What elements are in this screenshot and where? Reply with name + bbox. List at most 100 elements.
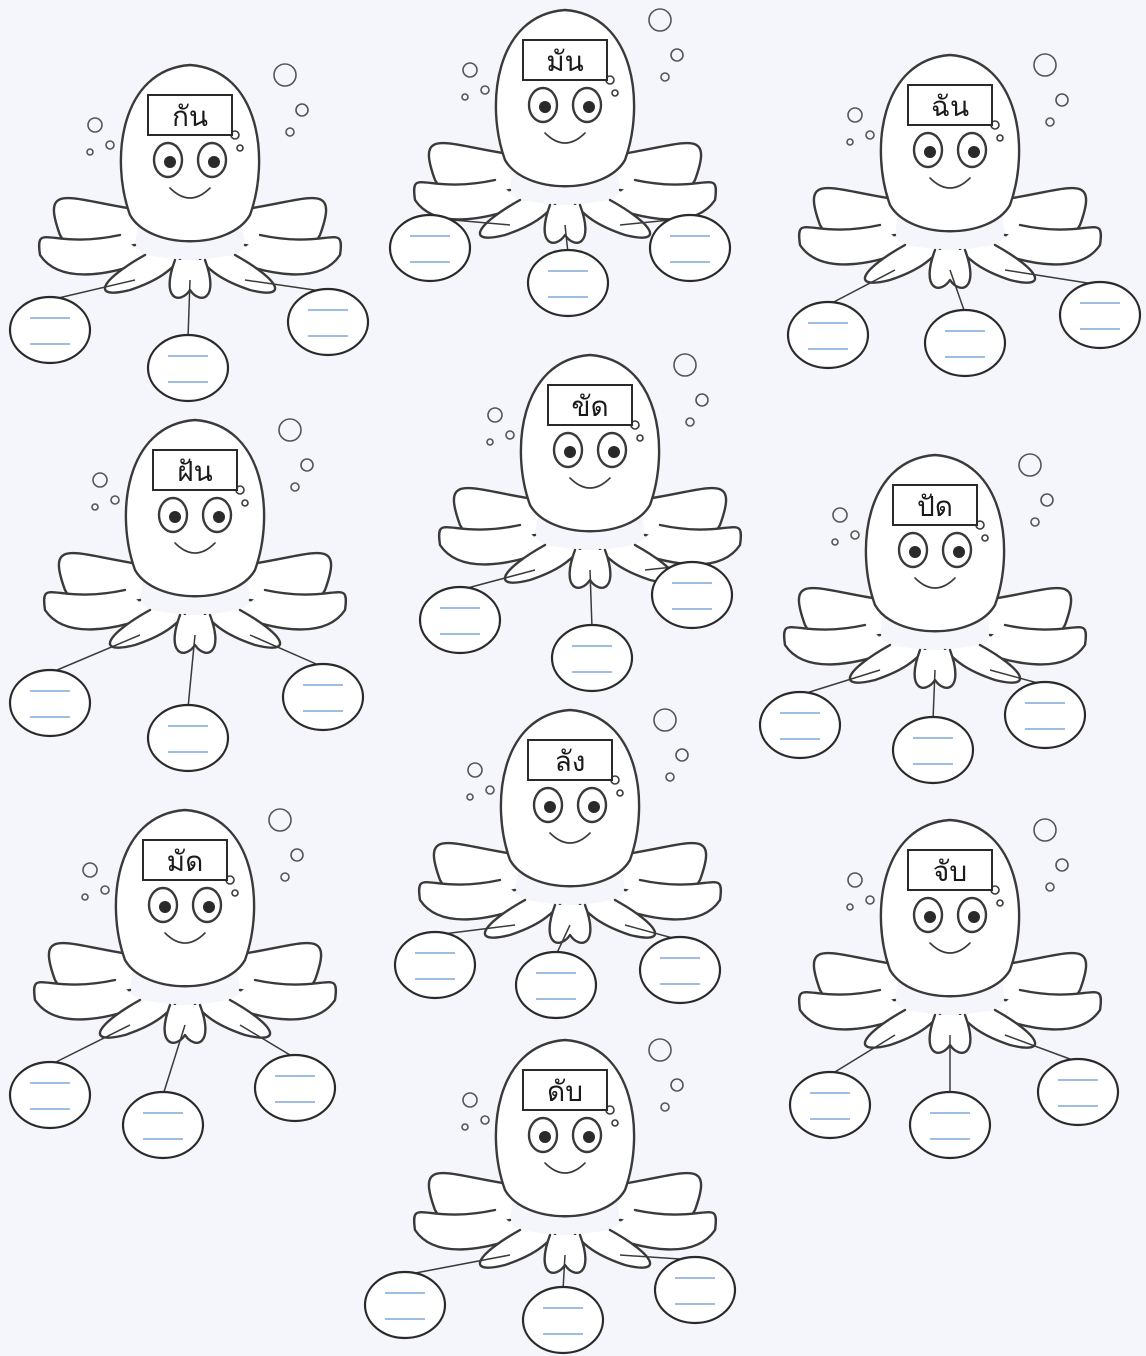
bubble-decoration xyxy=(1019,454,1041,476)
answer-oval[interactable] xyxy=(148,705,228,771)
bubble-decoration xyxy=(1041,494,1053,506)
octopus-head xyxy=(881,55,1019,231)
bubble-decoration xyxy=(1031,518,1039,526)
bubble-decoration xyxy=(82,894,88,900)
octopus-word: ขัด xyxy=(571,390,608,423)
bubble-decoration xyxy=(1056,94,1068,106)
answer-oval[interactable] xyxy=(420,587,500,653)
octopus-word: มัน xyxy=(546,45,584,78)
bubble-decoration xyxy=(696,394,708,406)
answer-oval[interactable] xyxy=(255,1055,335,1121)
bubble-decoration xyxy=(467,794,473,800)
connector-line xyxy=(50,635,140,673)
bubble-decoration xyxy=(101,886,109,894)
answer-oval[interactable] xyxy=(10,1062,90,1128)
answer-oval[interactable] xyxy=(395,932,475,998)
answer-oval[interactable] xyxy=(390,215,470,281)
answer-oval[interactable] xyxy=(652,562,732,628)
bubble-decoration xyxy=(462,94,468,100)
octopus-head xyxy=(881,820,1019,996)
pupil xyxy=(608,446,620,458)
bubble-decoration xyxy=(462,1124,468,1130)
pupil xyxy=(909,546,921,558)
octopus-word: มัด xyxy=(167,845,204,878)
tentacle xyxy=(175,615,216,653)
answer-oval[interactable] xyxy=(365,1272,445,1338)
answer-oval[interactable] xyxy=(650,215,730,281)
bubble-decoration xyxy=(661,73,669,81)
tentacle xyxy=(930,250,971,288)
octopus-word: ดับ xyxy=(547,1075,583,1108)
tentacle xyxy=(545,205,586,243)
answer-oval[interactable] xyxy=(148,335,228,401)
answer-oval[interactable] xyxy=(925,310,1005,376)
bubble-decoration xyxy=(866,896,874,904)
answer-oval[interactable] xyxy=(788,302,868,368)
bubble-decoration xyxy=(676,749,688,761)
octopus-9: จับ xyxy=(790,819,1118,1158)
bubble-decoration xyxy=(281,873,289,881)
bubble-decoration xyxy=(506,431,514,439)
answer-oval[interactable] xyxy=(640,937,720,1003)
pupil xyxy=(164,156,176,168)
pupil xyxy=(159,901,171,913)
bubble-decoration xyxy=(649,1039,671,1061)
answer-oval[interactable] xyxy=(790,1072,870,1138)
bubble-decoration xyxy=(83,863,97,877)
answer-oval[interactable] xyxy=(552,625,632,691)
pupil xyxy=(539,101,551,113)
bubble-decoration xyxy=(848,108,862,122)
answer-oval[interactable] xyxy=(10,670,90,736)
pupil xyxy=(583,1131,595,1143)
octopus-1: กัน xyxy=(10,64,368,401)
pupil xyxy=(953,546,965,558)
answer-oval[interactable] xyxy=(893,717,973,783)
answer-oval[interactable] xyxy=(1005,682,1085,748)
answer-oval[interactable] xyxy=(288,289,368,355)
bubble-decoration xyxy=(1034,819,1056,841)
bubble-decoration xyxy=(674,354,696,376)
answer-oval[interactable] xyxy=(1038,1059,1118,1125)
answer-oval[interactable] xyxy=(1060,282,1140,348)
answer-oval[interactable] xyxy=(283,664,363,730)
connector-line xyxy=(828,270,895,305)
octopus-head xyxy=(496,1040,634,1216)
answer-oval[interactable] xyxy=(528,250,608,316)
connector-line xyxy=(830,1035,895,1075)
bubble-decoration xyxy=(1046,118,1054,126)
bubble-decoration xyxy=(832,539,838,545)
bubble-decoration xyxy=(671,1079,683,1091)
bubble-decoration xyxy=(654,709,676,731)
bubble-decoration xyxy=(481,1116,489,1124)
answer-oval[interactable] xyxy=(10,297,90,363)
answer-oval[interactable] xyxy=(516,952,596,1018)
bubble-decoration xyxy=(848,873,862,887)
bubble-decoration xyxy=(847,904,853,910)
bubble-decoration xyxy=(686,418,694,426)
pupil xyxy=(203,901,215,913)
bubble-decoration xyxy=(463,1093,477,1107)
pupil xyxy=(588,801,600,813)
tentacle xyxy=(550,905,591,943)
bubble-decoration xyxy=(661,1103,669,1111)
bubble-decoration xyxy=(649,9,671,31)
octopus-word: ฉัน xyxy=(931,90,969,123)
bubble-decoration xyxy=(1056,859,1068,871)
answer-oval[interactable] xyxy=(910,1092,990,1158)
pupil xyxy=(968,146,980,158)
bubble-decoration xyxy=(463,63,477,77)
octopus-10: ดับ xyxy=(365,1039,735,1353)
bubble-decoration xyxy=(866,131,874,139)
bubble-decoration xyxy=(847,139,853,145)
octopus-word: ฝัน xyxy=(177,455,213,488)
answer-oval[interactable] xyxy=(760,692,840,758)
tentacle xyxy=(165,1005,206,1043)
pupil xyxy=(208,156,220,168)
octopus-head xyxy=(501,710,639,886)
answer-oval[interactable] xyxy=(123,1092,203,1158)
octopus-4: ฝัน xyxy=(10,419,363,771)
bubble-decoration xyxy=(851,531,859,539)
answer-oval[interactable] xyxy=(655,1257,735,1323)
answer-oval[interactable] xyxy=(523,1287,603,1353)
